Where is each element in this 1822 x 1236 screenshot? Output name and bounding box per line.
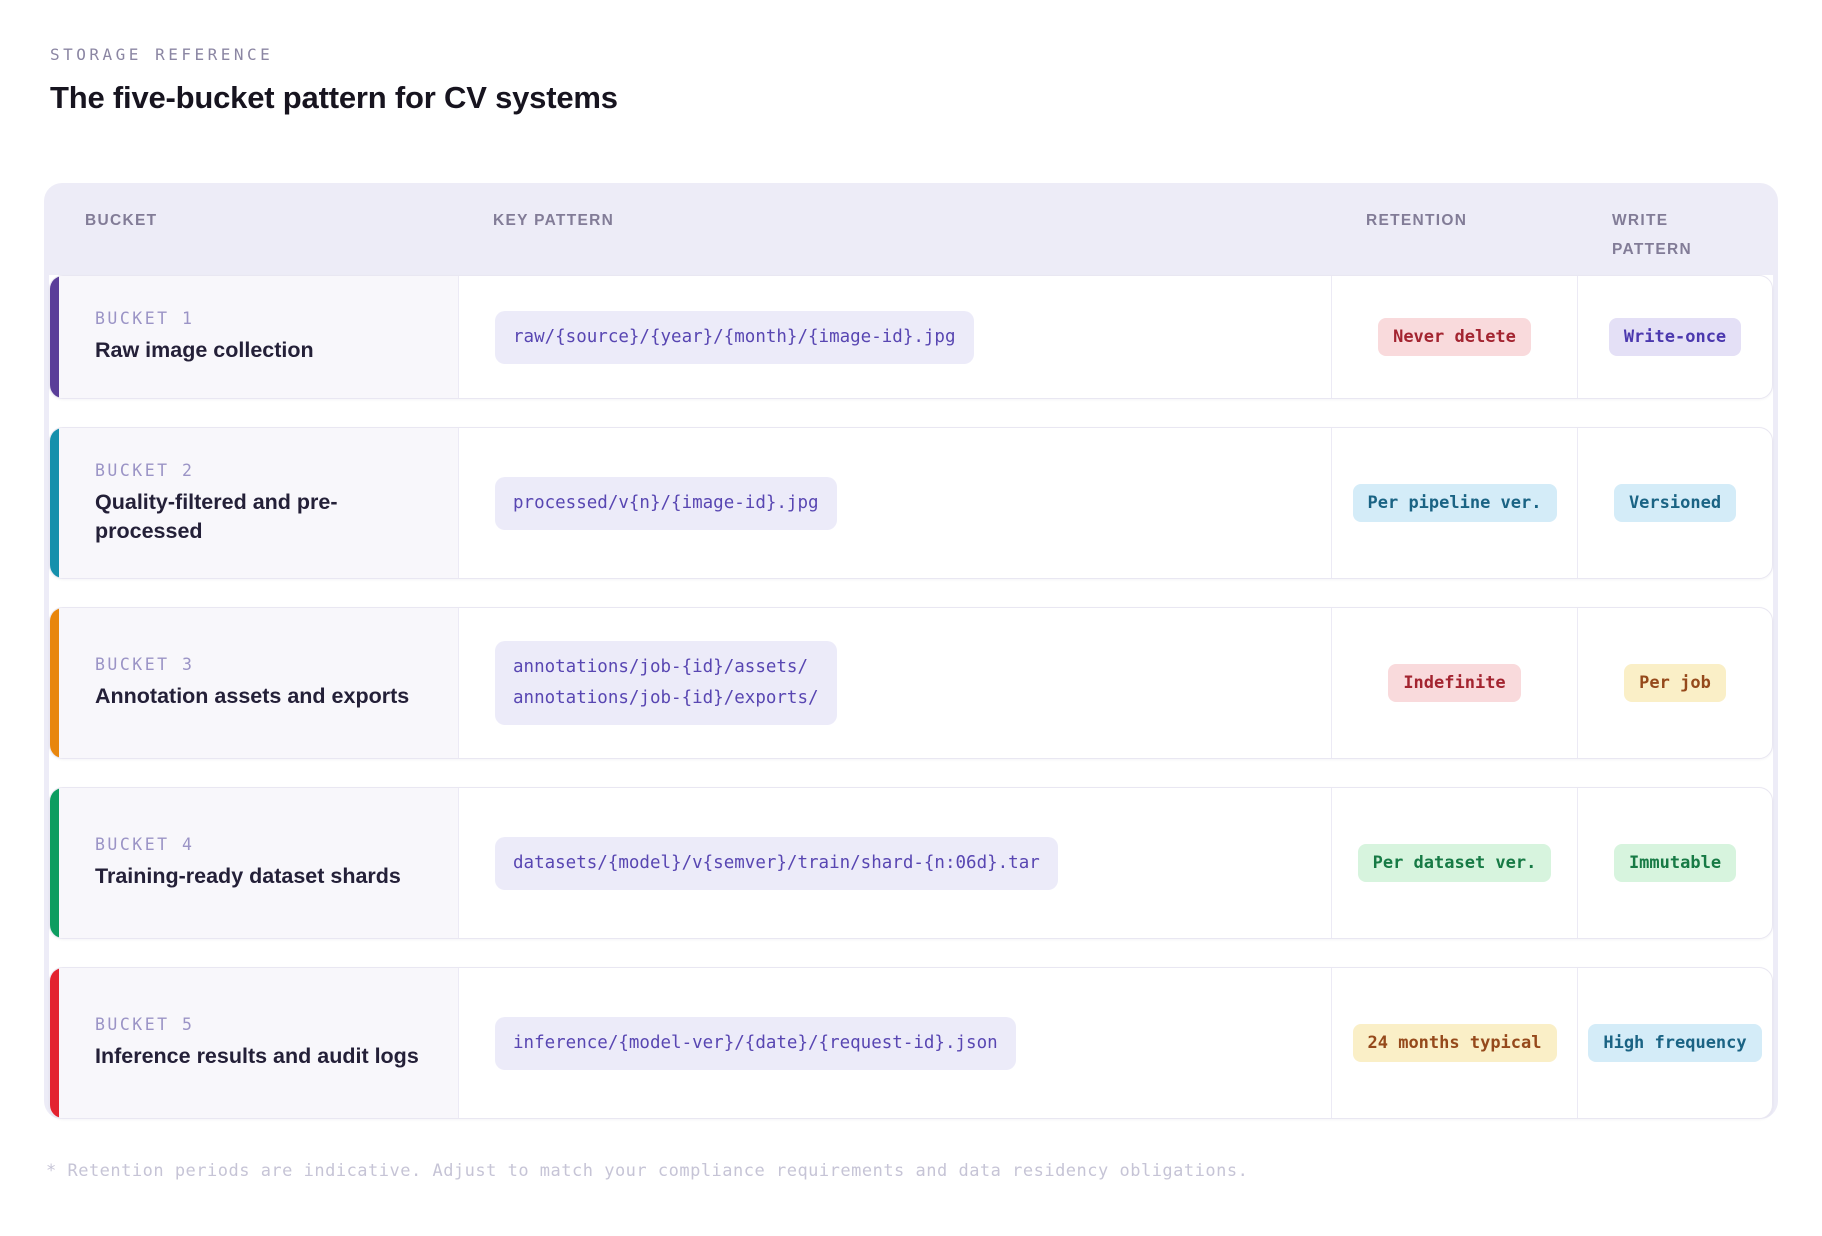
key-pattern-cell: processed/v{n}/{image-id}.jpg [458,428,1331,578]
table-row: BUCKET 1 Raw image collection raw/{sourc… [49,275,1773,399]
key-pattern-cell: annotations/job-{id}/assets/annotations/… [458,608,1331,758]
table-header-row: BUCKET KEY PATTERN RETENTION WRITE PATTE… [44,183,1778,275]
retention-cell: Per dataset ver. [1331,788,1577,938]
table-row: BUCKET 4 Training-ready dataset shards d… [49,787,1773,939]
bucket-label: BUCKET 5 [95,1015,195,1034]
key-pattern-pill: raw/{source}/{year}/{month}/{image-id}.j… [495,310,974,364]
key-pattern-pill: inference/{model-ver}/{date}/{request-id… [495,1016,1016,1070]
key-pattern-cell: inference/{model-ver}/{date}/{request-id… [458,968,1331,1118]
key-pattern-line: inference/{model-ver}/{date}/{request-id… [513,1032,998,1053]
bucket-cell: BUCKET 2 Quality-filtered and pre-proces… [50,428,458,578]
key-pattern-cell: datasets/{model}/v{semver}/train/shard-{… [458,788,1331,938]
page-header: STORAGE REFERENCE The five-bucket patter… [50,45,1778,118]
bucket-cell: BUCKET 5 Inference results and audit log… [50,968,458,1118]
bucket-accent-bar [50,276,59,398]
column-header-bucket: BUCKET [85,212,158,229]
page-title: The five-bucket pattern for CV systems [50,80,618,115]
bucket-cell: BUCKET 4 Training-ready dataset shards [50,788,458,938]
key-pattern-pill: annotations/job-{id}/assets/annotations/… [495,641,837,725]
write-pattern-cell: High frequency [1577,968,1772,1118]
retention-badge: 24 months typical [1352,1024,1557,1062]
retention-cell: Indefinite [1331,608,1577,758]
key-pattern-line: datasets/{model}/v{semver}/train/shard-{… [513,852,1040,873]
bucket-cell: BUCKET 3 Annotation assets and exports [50,608,458,758]
bucket-name: Training-ready dataset shards [95,864,401,888]
write-pattern-badge: Immutable [1613,844,1737,882]
footnote: * Retention periods are indicative. Adju… [46,1161,1249,1181]
bucket-label: BUCKET 3 [95,655,195,674]
bucket-name: Raw image collection [95,338,314,362]
bucket-name: Inference results and audit logs [95,1044,419,1068]
retention-badge: Indefinite [1388,664,1521,702]
key-pattern-line: raw/{source}/{year}/{month}/{image-id}.j… [513,326,956,347]
bucket-cell: BUCKET 1 Raw image collection [50,276,458,398]
bucket-name: Annotation assets and exports [95,684,410,708]
bucket-accent-bar [50,608,59,758]
write-pattern-cell: Immutable [1577,788,1772,938]
bucket-accent-bar [50,968,59,1118]
retention-badge: Per pipeline ver. [1352,484,1557,522]
write-pattern-cell: Per job [1577,608,1772,758]
write-pattern-cell: Write-once [1577,276,1772,398]
retention-cell: Per pipeline ver. [1331,428,1577,578]
column-header-key-pattern: KEY PATTERN [493,212,615,229]
retention-cell: Never delete [1331,276,1577,398]
write-pattern-badge: Versioned [1613,484,1737,522]
bucket-name: Quality-filtered and pre-processed [95,489,338,543]
key-pattern-cell: raw/{source}/{year}/{month}/{image-id}.j… [458,276,1331,398]
bucket-accent-bar [50,788,59,938]
bucket-accent-bar [50,428,59,578]
retention-badge: Per dataset ver. [1357,844,1552,882]
write-pattern-cell: Versioned [1577,428,1772,578]
reference-table: BUCKET KEY PATTERN RETENTION WRITE PATTE… [44,183,1778,1119]
table-body: BUCKET 1 Raw image collection raw/{sourc… [49,275,1773,1119]
column-header-retention: RETENTION [1366,212,1468,229]
key-pattern-pill: processed/v{n}/{image-id}.jpg [495,476,837,530]
table-row: BUCKET 3 Annotation assets and exports a… [49,607,1773,759]
key-pattern-line: annotations/job-{id}/exports/ [513,688,819,708]
key-pattern-pill: datasets/{model}/v{semver}/train/shard-{… [495,836,1058,890]
column-header-write-pattern: WRITE PATTERN [1612,212,1692,259]
retention-cell: 24 months typical [1331,968,1577,1118]
write-pattern-badge: High frequency [1588,1024,1762,1062]
bucket-label: BUCKET 4 [95,835,195,854]
bucket-label: BUCKET 2 [95,460,195,480]
eyebrow-label: STORAGE REFERENCE [50,45,274,64]
write-pattern-badge: Write-once [1608,318,1742,356]
table-row: BUCKET 2 Quality-filtered and pre-proces… [49,427,1773,579]
key-pattern-line: processed/v{n}/{image-id}.jpg [513,492,819,513]
table-row: BUCKET 5 Inference results and audit log… [49,967,1773,1119]
key-pattern-line: annotations/job-{id}/assets/ [513,657,809,677]
bucket-label: BUCKET 1 [95,309,195,328]
retention-badge: Never delete [1378,318,1531,356]
write-pattern-badge: Per job [1624,664,1726,702]
